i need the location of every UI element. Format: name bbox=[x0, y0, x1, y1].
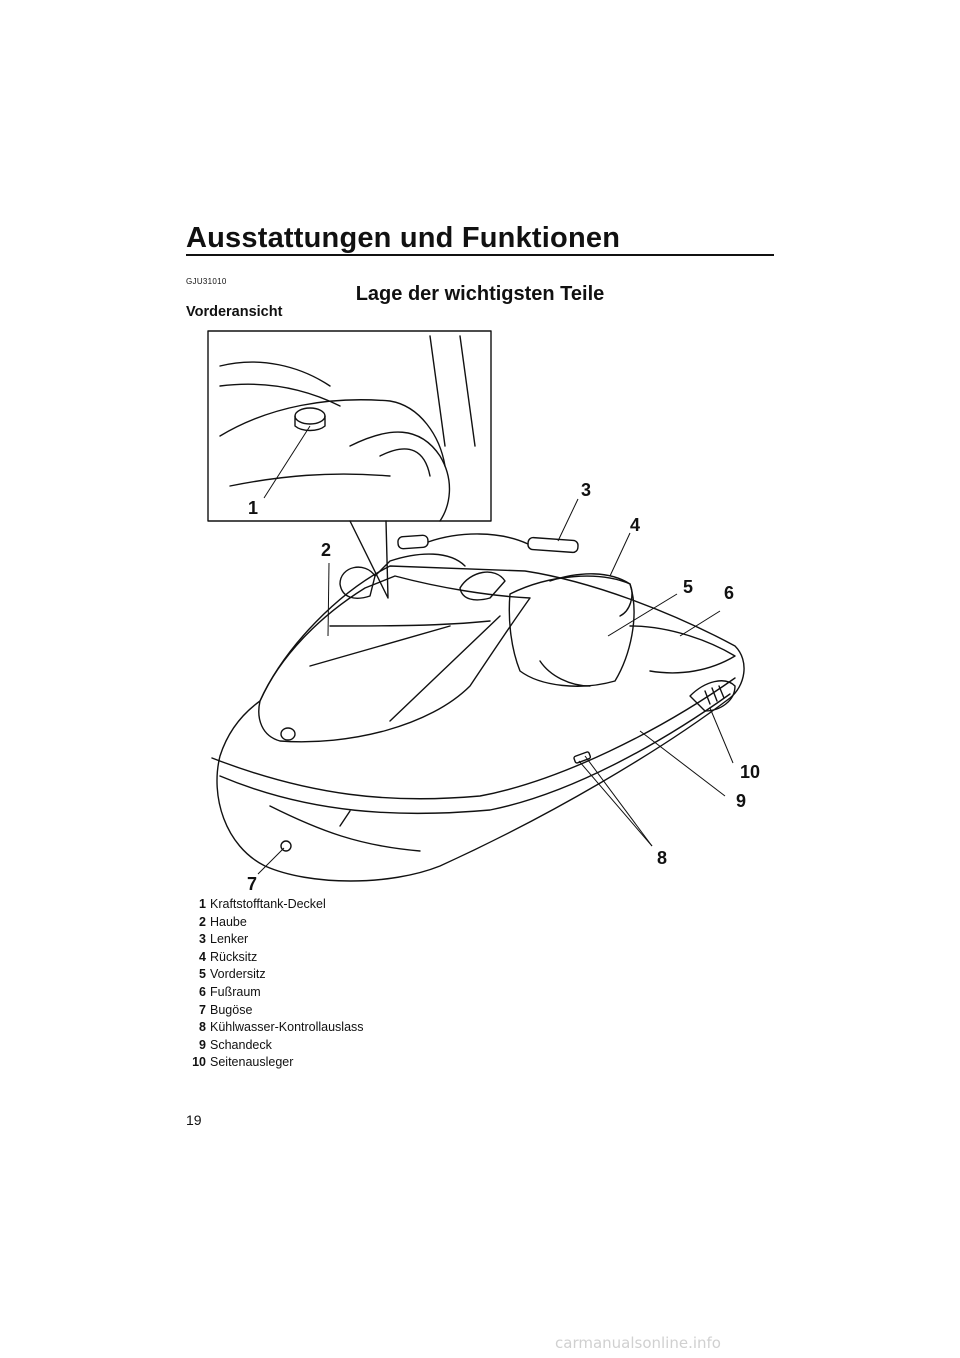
cooling-outlet bbox=[573, 751, 592, 764]
callout-9: 9 bbox=[736, 791, 746, 811]
callout-6: 6 bbox=[724, 583, 734, 603]
hood-outline bbox=[258, 575, 531, 743]
rear-seat bbox=[549, 573, 633, 617]
callout-3: 3 bbox=[581, 480, 591, 500]
callout-10: 10 bbox=[740, 762, 760, 782]
hull-outline bbox=[216, 565, 745, 882]
sponson bbox=[689, 680, 736, 712]
callout-2: 2 bbox=[321, 540, 331, 560]
front-seat bbox=[508, 575, 635, 687]
section-title: Lage der wichtigsten Teile bbox=[355, 283, 605, 305]
section-code: GJU31010 bbox=[186, 277, 227, 286]
page-number: 19 bbox=[186, 1112, 202, 1128]
view-subtitle: Vorderansicht bbox=[186, 304, 283, 320]
callout-7: 7 bbox=[247, 874, 257, 894]
footwell bbox=[629, 625, 736, 674]
callout-1: 1 bbox=[248, 498, 258, 518]
inset-frame bbox=[207, 330, 492, 522]
fuel-cap bbox=[294, 407, 326, 425]
handlebar-grip-left bbox=[397, 534, 429, 550]
bow-eye bbox=[280, 840, 292, 852]
watermark: carmanualsonline.info bbox=[555, 1334, 721, 1352]
chapter-divider bbox=[186, 254, 774, 256]
watercraft-illustration: 1 2 3 4 5 6 7 8 9 10 bbox=[207, 330, 760, 894]
callout-5: 5 bbox=[683, 577, 693, 597]
handlebar-grip-right bbox=[527, 536, 579, 554]
callout-4: 4 bbox=[630, 515, 640, 535]
chapter-title: Ausstattungen und Funktionen bbox=[186, 222, 621, 254]
callout-8: 8 bbox=[657, 848, 667, 868]
